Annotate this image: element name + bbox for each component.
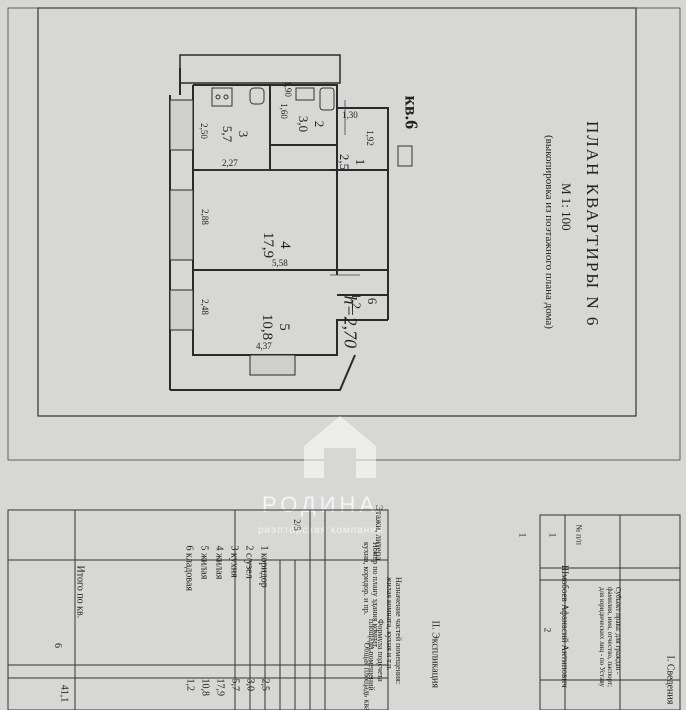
total-no: 6: [52, 643, 63, 648]
watermark-tagline: риэлторская компания: [258, 525, 384, 536]
dim-437: 4,37: [256, 341, 272, 351]
table-row: 1 коридор: [258, 545, 270, 588]
table-row: 2 с/узел: [243, 545, 255, 579]
dimension-lines: [200, 100, 360, 276]
dim-558: 5,58: [272, 258, 288, 268]
row-area-6: 1,2: [184, 678, 196, 692]
table-row: 6 кладовая: [183, 545, 195, 592]
owner-num-2: 2: [542, 627, 553, 633]
owner-name: Шмобоев Афанасий Антипович: [560, 565, 570, 688]
explication-title: II. Экспликация: [429, 620, 441, 688]
row-area-4: 17,9: [214, 678, 226, 697]
table-row: 4 жилая: [213, 545, 225, 580]
dim-227: 2,27: [222, 158, 238, 168]
watermark-name: РОДИНА: [262, 492, 379, 517]
owner-col-no: № п/п: [574, 524, 584, 545]
col-area-header: Общая площадь квартиры: [362, 642, 372, 710]
table-row: 5 жилая: [198, 545, 210, 580]
owner-num-1: 1: [547, 532, 558, 538]
col-purpose-header: Назначение частей помещения: жилая комна…: [385, 577, 403, 685]
owner-row-no: 1: [517, 532, 528, 538]
dim-130: 1,30: [342, 110, 358, 120]
total-area: 41,1: [58, 684, 70, 703]
total-label: Итого по кв.: [74, 565, 86, 619]
owner-col-subject: Субъект права: для граждан - фамилия, им…: [598, 587, 622, 687]
top-wall-strip: [179, 54, 341, 84]
row-area-5: 10,8: [199, 678, 211, 697]
row-area-2: 3,0: [244, 678, 256, 692]
watermark-house-icon: [304, 416, 376, 478]
fixtures: [211, 87, 413, 167]
etazh-label: 2/5: [291, 519, 302, 531]
owner-section-title: I. Сведения: [664, 655, 676, 705]
row-area-1: 2,5: [259, 678, 271, 692]
windows: [169, 99, 296, 376]
table-row: 3 кухня: [228, 545, 240, 578]
row-area-3: 5,7: [229, 678, 241, 692]
